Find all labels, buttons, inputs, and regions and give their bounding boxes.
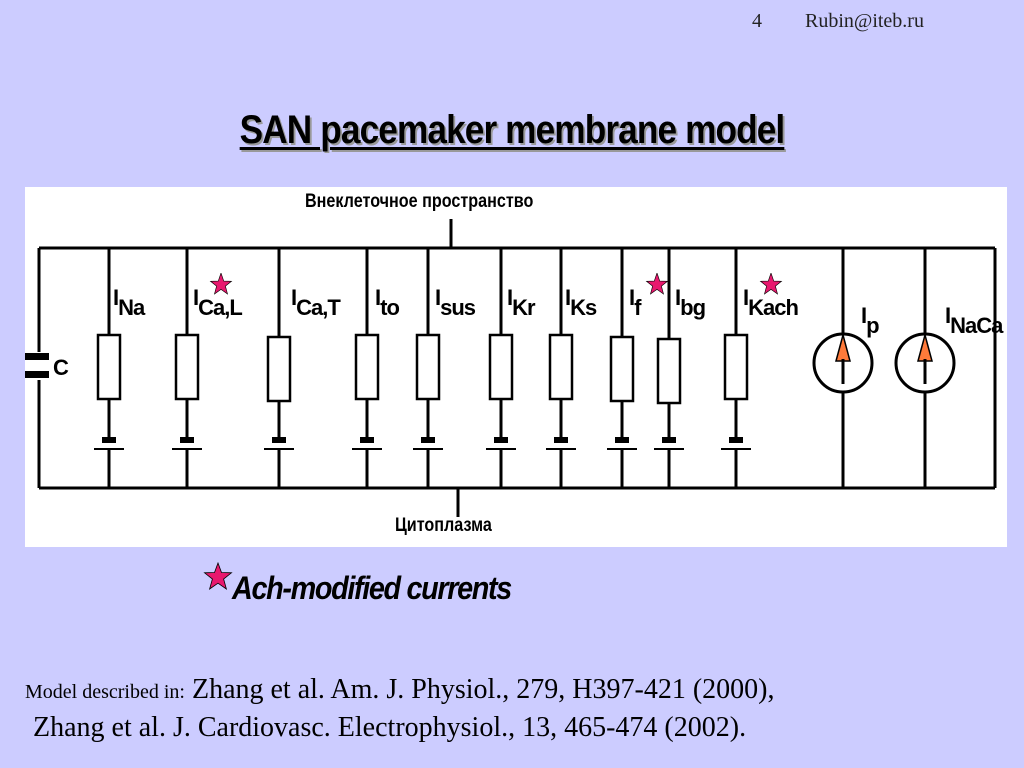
- current-label-sus: Isus: [435, 285, 476, 320]
- current-symbol: I: [435, 285, 441, 310]
- current-label-kr: IKr: [507, 285, 536, 320]
- current-subscript: Na: [118, 295, 145, 320]
- current-subscript: Ca,T: [296, 295, 341, 320]
- current-symbol: I: [861, 303, 867, 328]
- reference-line-1: Model described in: Zhang et al. Am. J. …: [25, 674, 775, 706]
- resistor-ca,l: [174, 333, 200, 401]
- legend-text: Ach-modified currents: [232, 570, 512, 606]
- cytoplasm-label: Цитоплазма: [395, 515, 492, 536]
- current-subscript: Kr: [512, 295, 535, 320]
- current-subscript: p: [866, 313, 879, 338]
- capacitor-plate-bottom: [25, 371, 49, 378]
- current-subscript: Ca,L: [198, 295, 243, 320]
- current-subscript: bg: [680, 295, 706, 320]
- current-label-kach: IKach: [743, 285, 799, 320]
- current-symbol: I: [675, 285, 681, 310]
- battery-short-plate-na: [102, 437, 116, 443]
- current-symbol: I: [945, 303, 951, 328]
- current-label-na: INa: [113, 285, 145, 320]
- current-symbol: I: [565, 285, 571, 310]
- current-label-ks: IKs: [565, 285, 597, 320]
- slide-number: 4: [752, 10, 762, 32]
- slide-title: SAN pacemaker membrane model: [239, 108, 786, 152]
- ach-star-icon: [645, 273, 669, 295]
- current-symbol: I: [629, 285, 635, 310]
- resistor-kr: [488, 333, 514, 401]
- ach-star-icon: [759, 273, 783, 295]
- current-label-p: Ip: [861, 303, 880, 338]
- current-label-ca-l: ICa,L: [193, 285, 243, 320]
- current-symbol: I: [375, 285, 381, 310]
- current-symbol: I: [193, 285, 199, 310]
- resistor-na: [96, 333, 122, 401]
- battery-short-plate-f: [615, 437, 629, 443]
- current-symbol: I: [743, 285, 749, 310]
- reference-label: Model described in:: [25, 681, 185, 703]
- ach-star-icon: [203, 562, 233, 590]
- battery-short-plate-to: [360, 437, 374, 443]
- author-email: Rubin@iteb.ru: [805, 10, 924, 32]
- current-subscript: f: [634, 295, 641, 320]
- battery-short-plate-kr: [494, 437, 508, 443]
- battery-short-plate-ca,t: [272, 437, 286, 443]
- current-label-naca: INaCa: [945, 303, 1003, 338]
- circuit-svg: [25, 219, 997, 517]
- extracellular-label: Внеклеточное пространство: [305, 191, 534, 212]
- resistor-ca,t: [266, 335, 292, 403]
- battery-short-plate-sus: [421, 437, 435, 443]
- current-symbol: I: [507, 285, 513, 310]
- current-label-ca-t: ICa,T: [291, 285, 341, 320]
- resistor-f: [609, 335, 635, 403]
- battery-short-plate-kach: [729, 437, 743, 443]
- current-subscript: sus: [440, 295, 476, 320]
- current-symbol: I: [291, 285, 297, 310]
- ach-star-icon: [209, 273, 233, 295]
- capacitor-label: C: [53, 355, 69, 380]
- battery-short-plate-bg: [662, 437, 676, 443]
- battery-short-plate-ks: [554, 437, 568, 443]
- current-label-f: If: [629, 285, 642, 320]
- current-subscript: Ks: [570, 295, 597, 320]
- reference-line-2: Zhang et al. J. Cardiovasc. Electrophysi…: [33, 712, 747, 743]
- current-subscript: Kach: [748, 295, 799, 320]
- resistor-kach: [723, 333, 749, 401]
- capacitor-plate-top: [25, 353, 49, 360]
- membrane-circuit-diagram: Внеклеточное пространство Цитоплазма C I…: [25, 187, 1007, 547]
- current-label-bg: Ibg: [675, 285, 706, 320]
- resistor-ks: [548, 333, 574, 401]
- current-subscript: to: [380, 295, 400, 320]
- resistor-sus: [415, 333, 441, 401]
- current-symbol: I: [113, 285, 119, 310]
- resistor-bg: [656, 337, 682, 405]
- current-label-to: Ito: [375, 285, 400, 320]
- reference-1: Zhang et al. Am. J. Physiol., 279, H397-…: [191, 674, 775, 705]
- resistor-to: [354, 333, 380, 401]
- battery-short-plate-ca,l: [180, 437, 194, 443]
- current-subscript: NaCa: [950, 313, 1003, 338]
